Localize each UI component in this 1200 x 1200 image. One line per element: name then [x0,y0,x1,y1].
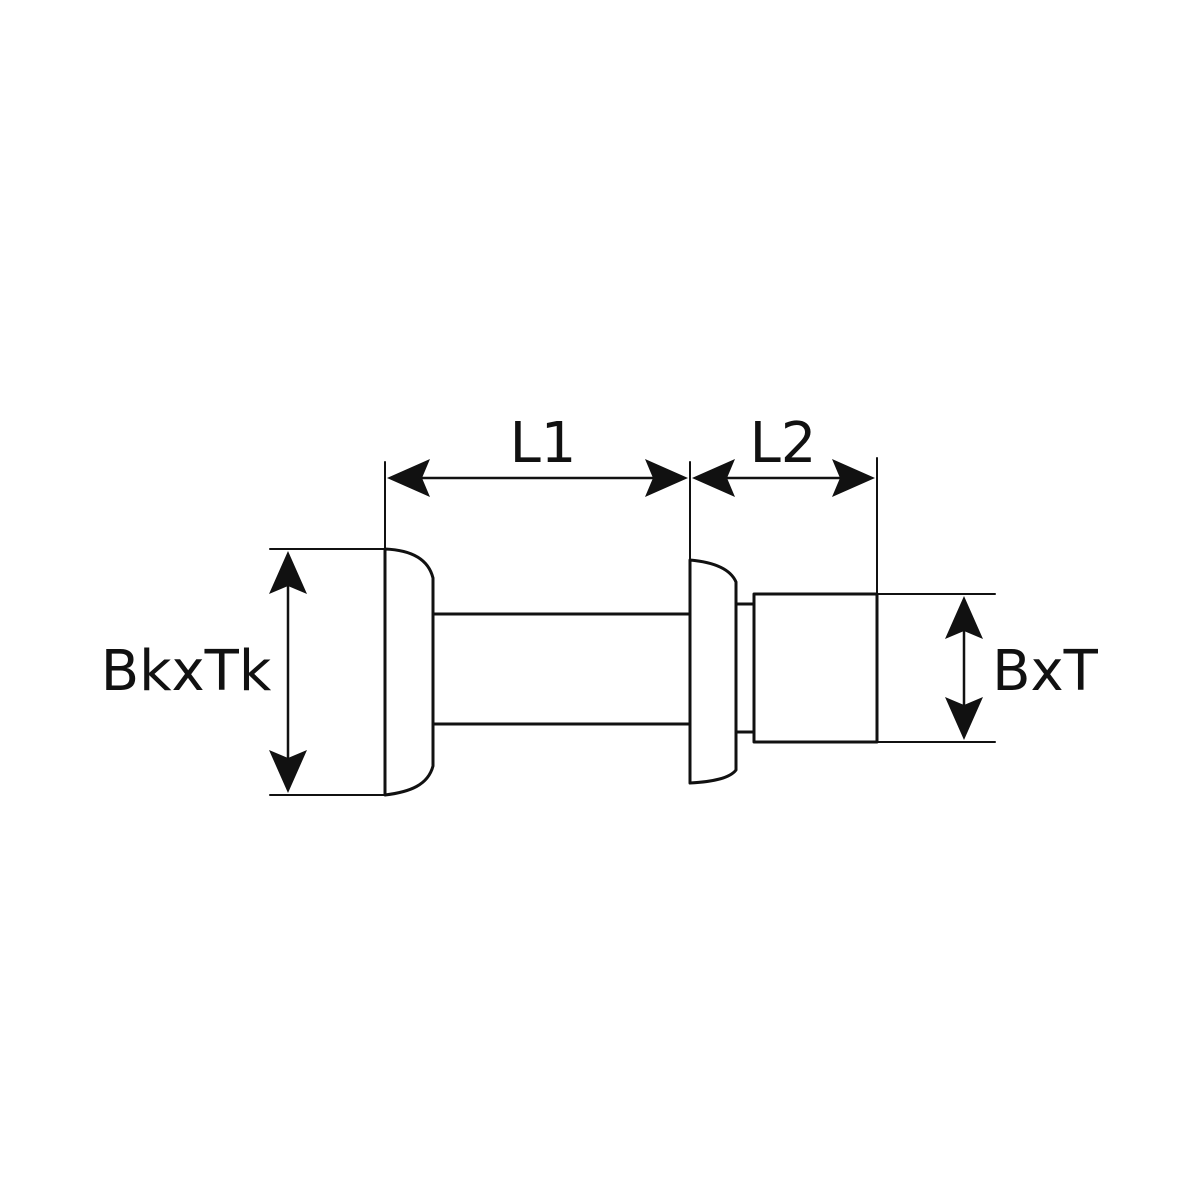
neck [734,602,756,734]
arrowhead-head-top [269,551,307,594]
arrowhead-l1-left [387,459,430,497]
dimension-l1: L1 [387,411,688,497]
label-head-size: BkxTk [101,639,272,704]
arrowhead-l2-left [692,459,735,497]
shaft [428,612,694,726]
dimension-l2: L2 [692,411,875,497]
dimension-head-size: BkxTk [101,551,307,793]
dowel-part [383,547,879,797]
arrowhead-pin-bottom [945,697,983,740]
large-head [383,547,435,797]
pin [752,592,879,744]
label-pin-size: BxT [992,639,1099,704]
label-l1: L1 [510,411,577,476]
label-l2: L2 [750,411,817,476]
dimension-pin-size: BxT [945,596,1099,740]
arrowhead-l2-right [832,459,875,497]
collar [688,558,738,785]
arrowhead-l1-right [645,459,688,497]
arrowhead-pin-top [945,596,983,639]
arrowhead-head-bottom [269,750,307,793]
